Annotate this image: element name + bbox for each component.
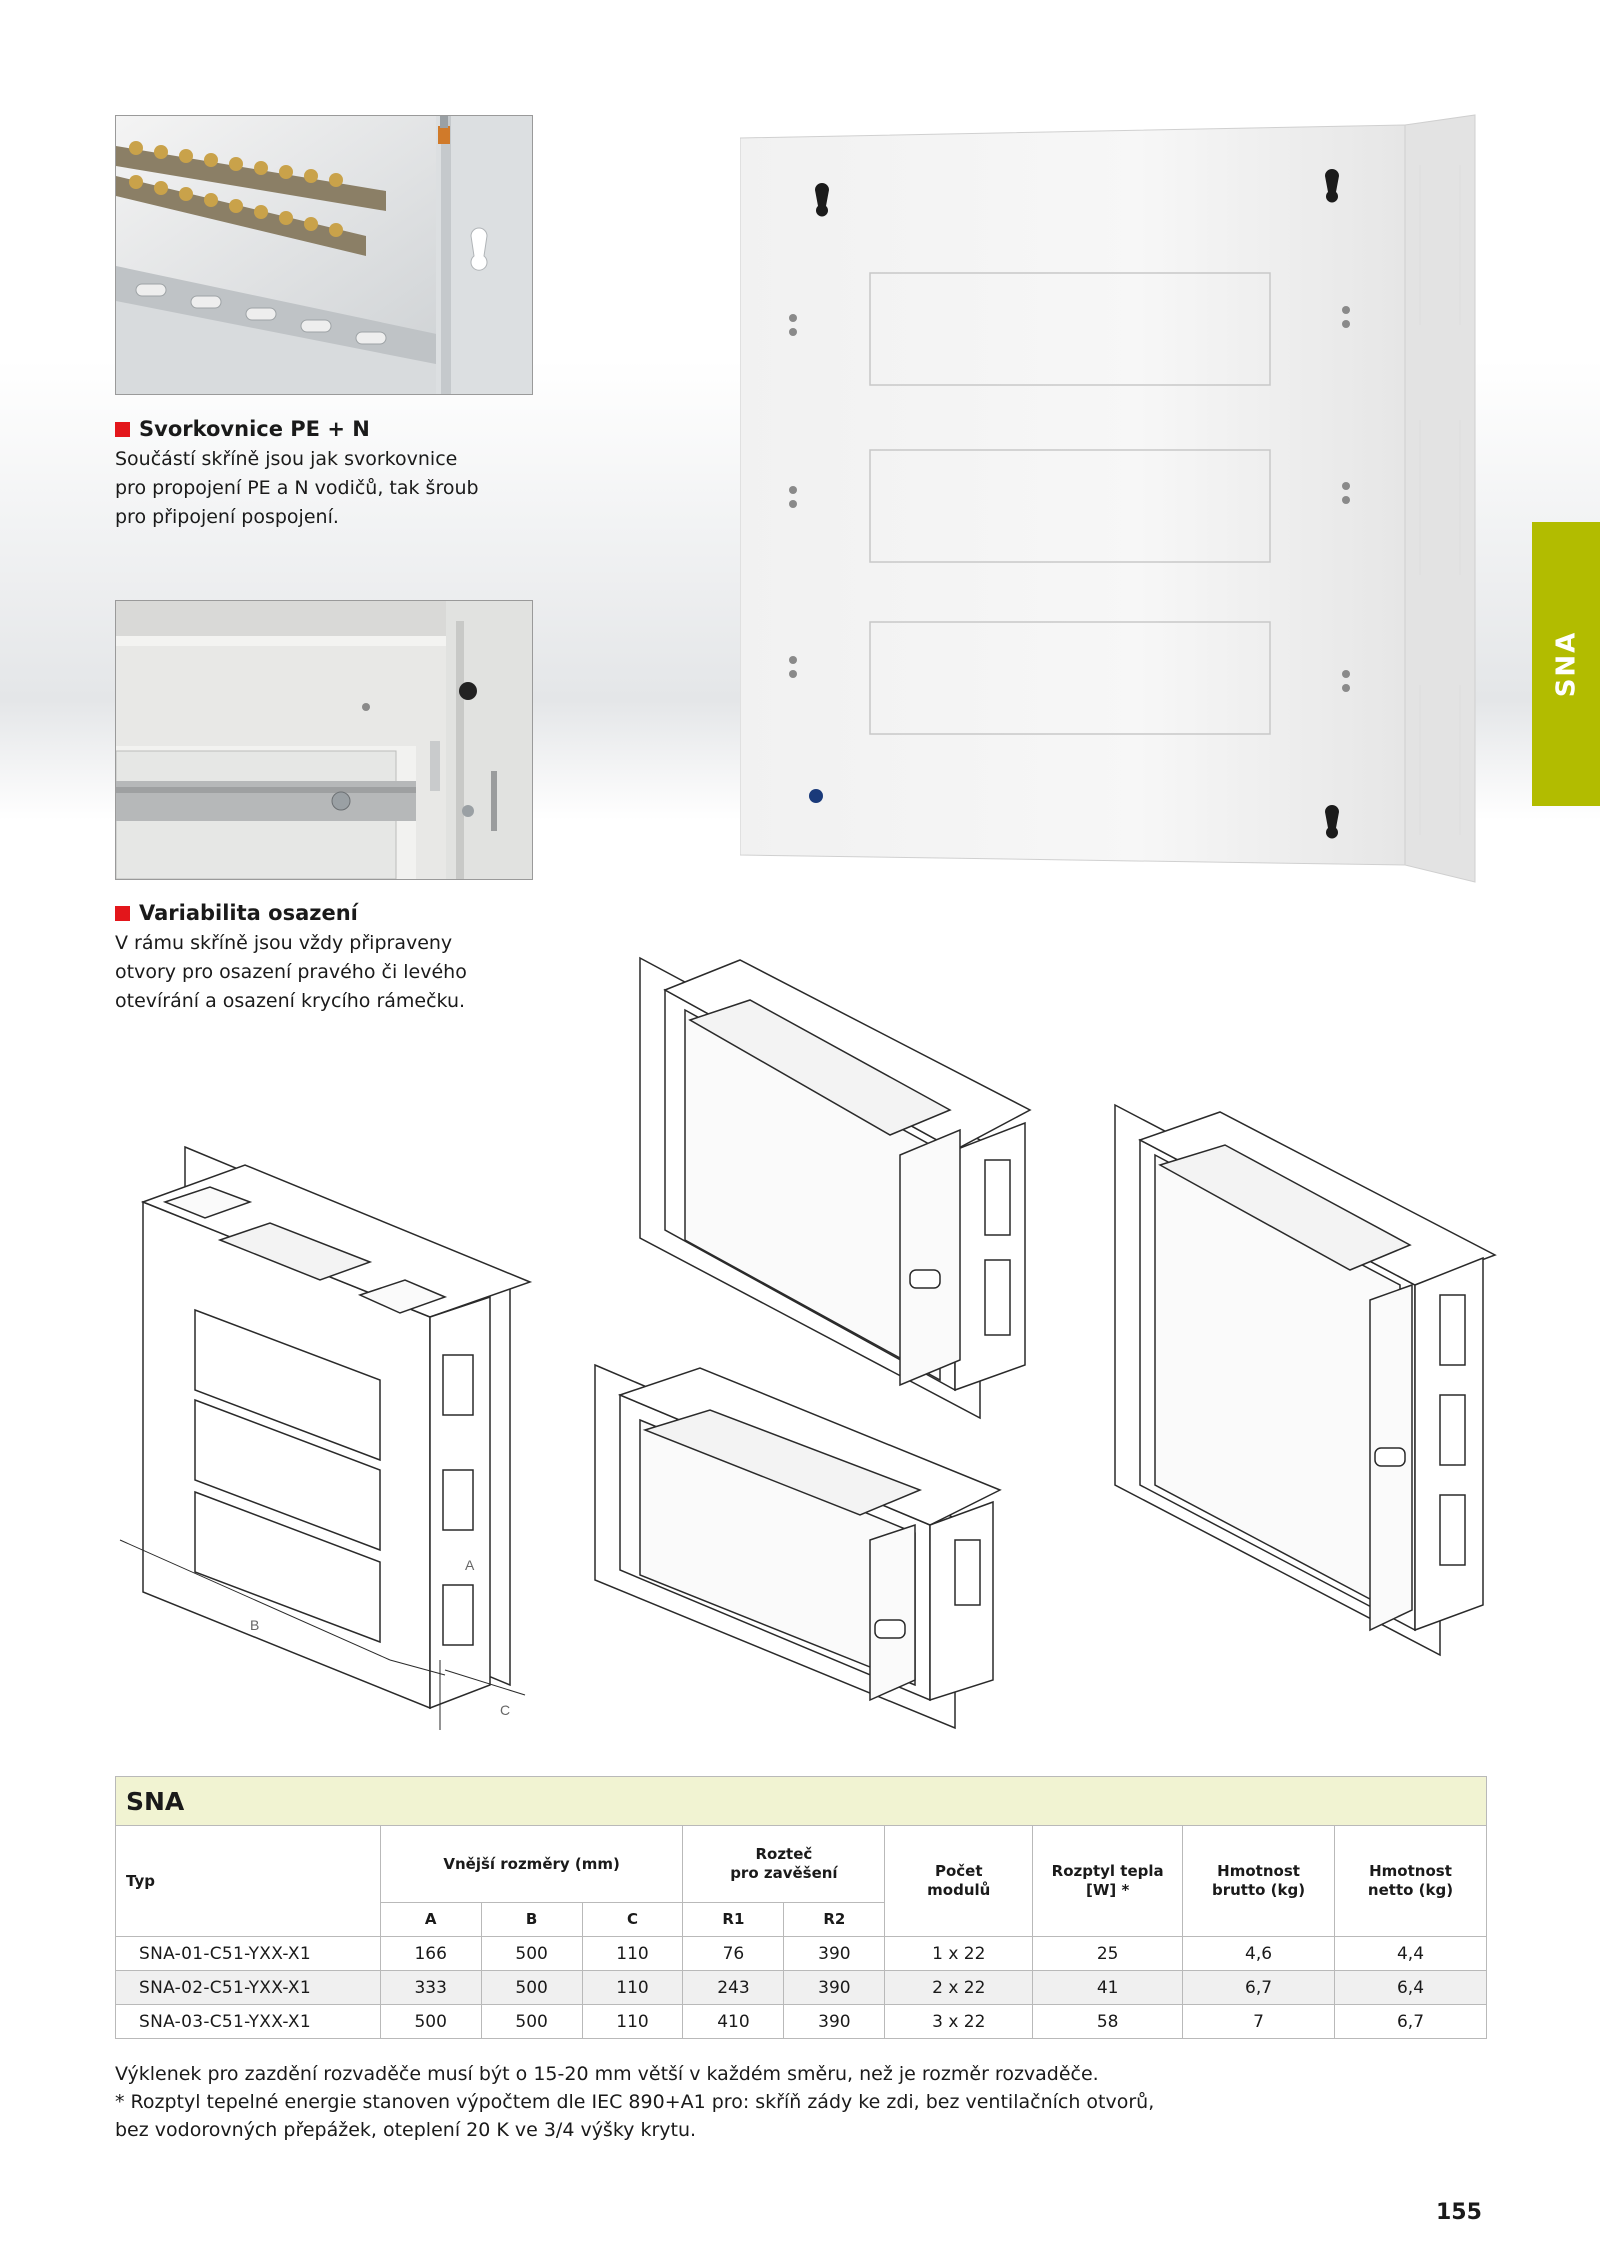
- feature-text: Součástí skříně jsou jak svorkovnice pro…: [115, 448, 479, 528]
- section-tab-label: SNA: [1550, 630, 1581, 698]
- feature-text: V rámu skříně jsou vždy připraveny otvor…: [115, 932, 467, 1012]
- drawing-three-module-door: [1114, 1103, 1497, 1657]
- footnote-line: * Rozptyl tepelné energie stanoven výpoč…: [115, 2091, 1155, 2113]
- header-outer-dims: Vnější rozměry (mm): [379, 1825, 684, 1903]
- footnote-line: Výklenek pro zazdění rozvaděče musí být …: [115, 2063, 1099, 2085]
- red-bullet-icon: [115, 421, 130, 437]
- red-bullet-icon: [115, 905, 130, 921]
- header-b: B: [480, 1902, 583, 1937]
- header-typ: Typ: [115, 1825, 381, 1937]
- dimension-label-b: B: [250, 1617, 259, 1633]
- drawing-one-module-door: [594, 1363, 1002, 1730]
- header-heat: Rozptyl tepla[W] *: [1032, 1825, 1184, 1937]
- footnote-line: bez vodorovných přepážek, oteplení 20 K …: [115, 2119, 697, 2141]
- section-tab-sna: SNA: [1532, 522, 1600, 806]
- feature-heading: Variabilita osazení: [139, 901, 358, 925]
- footnotes: Výklenek pro zazdění rozvaděče musí být …: [115, 2060, 1415, 2144]
- feature-mounting-variability: Variabilita osazení V rámu skříně jsou v…: [115, 901, 535, 1016]
- dimension-label-a: A: [465, 1557, 475, 1573]
- header-c: C: [581, 1902, 684, 1937]
- drawing-three-module: B A C: [119, 1145, 533, 1730]
- feature-terminal-strips: Svorkovnice PE + N Součástí skříně jsou …: [115, 417, 535, 532]
- header-r2: R2: [783, 1902, 886, 1937]
- drawing-two-module-door: [639, 956, 1032, 1420]
- cabinet-render: [739, 110, 1480, 900]
- dimension-label-c: C: [500, 1702, 510, 1718]
- photo-terminal-strips: [115, 115, 533, 395]
- page-number: 155: [1436, 2200, 1482, 2225]
- technical-drawings: B A C: [100, 940, 1500, 1740]
- feature-heading: Svorkovnice PE + N: [139, 417, 370, 441]
- photo-frame-detail: [115, 600, 533, 880]
- table-title: SNA: [115, 1776, 1487, 1826]
- header-a: A: [379, 1902, 482, 1937]
- header-r1: R1: [682, 1902, 785, 1937]
